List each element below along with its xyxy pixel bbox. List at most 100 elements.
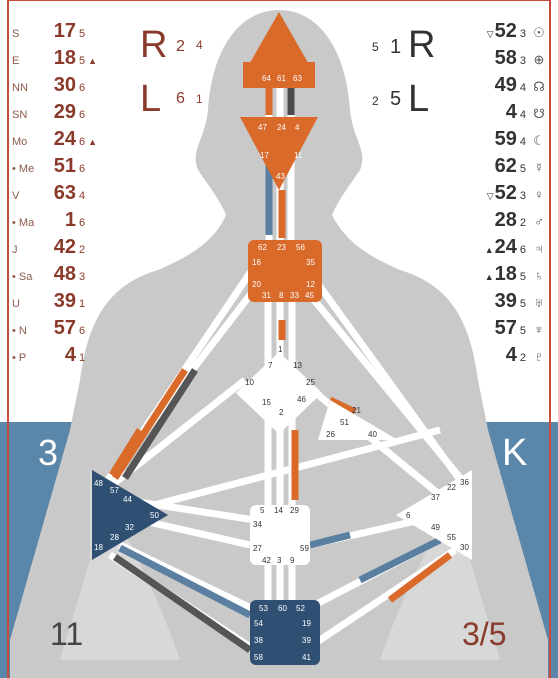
- design-planet-row: • N576: [12, 317, 88, 341]
- design-planet-sym: S: [12, 28, 46, 40]
- design-planet-line: 6: [79, 82, 85, 94]
- gate-label: 47: [258, 123, 267, 132]
- gate-label: 19: [302, 619, 311, 628]
- personality-planet-line: 3: [520, 190, 526, 202]
- personality-planet-gate: 49: [495, 74, 517, 97]
- gate-label: 45: [305, 291, 314, 300]
- design-planet-sym: E: [12, 55, 46, 67]
- personality-planet-gate: 28: [495, 209, 517, 232]
- pers-l-number: 5: [390, 88, 401, 111]
- personality-planet-line: 2: [520, 217, 526, 229]
- gate-label: 3: [277, 556, 282, 565]
- design-planet-gate: 63: [46, 182, 76, 205]
- design-planet-row: V634: [12, 182, 88, 206]
- design-planet-line: 6: [79, 325, 85, 337]
- gate-label: 20: [252, 280, 261, 289]
- left-band-label: 3: [38, 432, 58, 474]
- personality-planet-line: 6: [520, 244, 526, 256]
- gate-label: 17: [260, 151, 269, 160]
- design-planet-gate: 4: [46, 344, 76, 367]
- gate-label: 6: [406, 511, 411, 520]
- gate-label: 35: [306, 258, 315, 267]
- gate-label: 62: [258, 243, 267, 252]
- personality-planet-line: 5: [520, 325, 526, 337]
- gate-label: 42: [262, 556, 271, 565]
- design-planet-line: 2: [79, 244, 85, 256]
- gate-label: 32: [125, 523, 134, 532]
- personality-planet-gate: 62: [495, 155, 517, 178]
- gate-label: 31: [262, 291, 271, 300]
- personality-planet-sym: ♆: [528, 322, 550, 337]
- design-planet-row: Mo246▲: [12, 128, 97, 152]
- personality-planet-gate: 4: [506, 101, 517, 124]
- design-planet-arrow: ▲: [88, 56, 97, 66]
- design-planet-sym: • Me: [12, 163, 46, 175]
- gate-label: 46: [297, 395, 306, 404]
- gate-label: 21: [352, 406, 361, 415]
- gate-label: 10: [245, 378, 254, 387]
- personality-planet-row: ▽523☉: [487, 20, 550, 44]
- gate-label: 5: [260, 506, 265, 515]
- gate-label: 30: [460, 543, 469, 552]
- gate-label: 53: [259, 604, 268, 613]
- personality-planet-sym: ☾: [528, 133, 550, 149]
- personality-planet-sym: ♇: [528, 349, 550, 364]
- gate-label: 38: [254, 636, 263, 645]
- design-planet-sym: Mo: [12, 136, 46, 148]
- design-planet-line: 1: [79, 298, 85, 310]
- personality-planet-row: ▲246♃: [485, 236, 550, 260]
- gate-label: 56: [296, 243, 305, 252]
- personality-planet-column: ▽523☉583⊕494☊44☋594☾625☿▽523♀282♂▲246♃▲1…: [420, 20, 550, 390]
- design-planet-sym: NN: [12, 82, 46, 94]
- gate-label: 22: [447, 483, 456, 492]
- personality-planet-line: 5: [520, 271, 526, 283]
- personality-planet-gate: 4: [506, 344, 517, 367]
- right-band-label: K: [502, 432, 527, 475]
- design-planet-row: E185▲: [12, 47, 97, 71]
- design-planet-gate: 51: [46, 155, 76, 178]
- design-planet-sym: • Sa: [12, 271, 46, 283]
- personality-planet-line: 4: [520, 136, 526, 148]
- design-r-line: 4: [196, 38, 203, 52]
- profile-label: 3/5: [462, 616, 506, 653]
- personality-planet-arrow: ▽: [487, 191, 494, 202]
- design-planet-sym: • P: [12, 352, 46, 364]
- gate-label: 9: [290, 556, 295, 565]
- personality-planet-row: 395♅: [494, 290, 550, 314]
- design-planet-sym: • N: [12, 325, 46, 337]
- design-planet-arrow: ▲: [88, 137, 97, 147]
- gate-label: 57: [110, 486, 119, 495]
- gate-label: 12: [306, 280, 315, 289]
- design-planet-line: 5: [79, 28, 85, 40]
- gate-label: 49: [431, 523, 440, 532]
- design-planet-sym: SN: [12, 109, 46, 121]
- personality-planet-row: ▽523♀: [487, 182, 550, 206]
- personality-planet-line: 2: [520, 352, 526, 364]
- design-planet-line: 6: [79, 136, 85, 148]
- personality-planet-line: 3: [520, 55, 526, 67]
- personality-planet-sym: ☋: [528, 106, 550, 122]
- design-r-number: 2: [176, 38, 185, 56]
- pers-r-number: 1: [390, 36, 401, 59]
- personality-planet-row: 583⊕: [494, 47, 550, 71]
- design-planet-row: • P41: [12, 344, 88, 368]
- personality-planet-line: 4: [520, 82, 526, 94]
- gate-label: 52: [296, 604, 305, 613]
- gate-label: 1: [278, 345, 283, 354]
- gate-label: 15: [262, 398, 271, 407]
- gate-label: 29: [290, 506, 299, 515]
- design-planet-gate: 30: [46, 74, 76, 97]
- design-planet-gate: 18: [46, 47, 76, 70]
- design-planet-sym: U: [12, 298, 46, 310]
- design-l-letter: L: [140, 78, 161, 121]
- design-planet-gate: 48: [46, 263, 76, 286]
